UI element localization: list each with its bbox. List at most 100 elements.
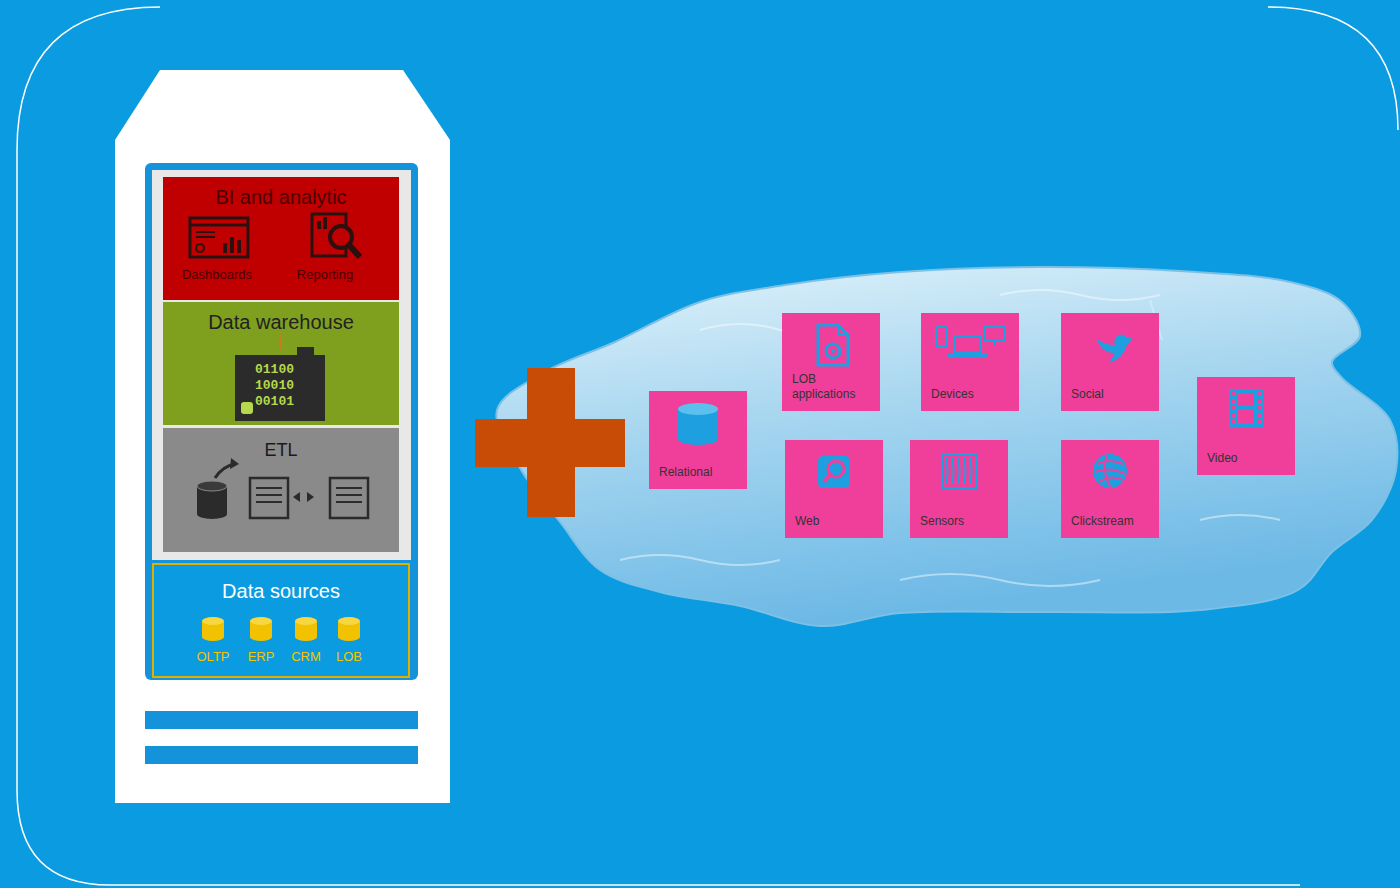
node-title: Data warehouse [168, 310, 394, 334]
icon-part [1257, 392, 1261, 396]
icon-part [250, 617, 272, 625]
icon-part [196, 236, 215, 238]
node-title: Social [1071, 387, 1151, 401]
server-bar [145, 711, 418, 729]
icon-part [230, 458, 239, 469]
icon-part [330, 478, 368, 518]
node-label: 01100 10010 00101 [255, 362, 317, 410]
icon-part [280, 334, 282, 350]
source-tile: Web [785, 440, 883, 538]
icon-part [336, 487, 362, 489]
icon-part [1257, 420, 1261, 424]
server-shape [115, 70, 450, 803]
ripple [620, 555, 780, 565]
source-tile: Sensors [910, 440, 1008, 538]
source-tile: Clickstream [1061, 440, 1159, 538]
node-title: Clickstream [1071, 514, 1151, 528]
etl-band: ETL [163, 428, 399, 552]
icon-part [1229, 389, 1263, 427]
icon-part [338, 617, 360, 625]
icon-part [952, 458, 954, 484]
icon-part [1093, 454, 1127, 488]
icon-part [202, 617, 224, 625]
icon-part [1231, 413, 1235, 417]
icon-part [235, 355, 325, 421]
source-tile: Relational [649, 391, 747, 489]
icon-part [828, 461, 844, 477]
icon-part [824, 475, 830, 482]
data-sources-band: Data sourcesOLTPERPCRMLOB [152, 563, 410, 678]
node-title: Sensors [920, 514, 1000, 528]
icon-part [241, 402, 253, 414]
icon-part [256, 501, 282, 503]
icon-part [964, 458, 966, 484]
stack-panel [145, 163, 418, 680]
icon-part [336, 501, 362, 503]
icon-part [1097, 334, 1133, 363]
ripple [1000, 290, 1160, 300]
node-label: Reporting [275, 267, 375, 283]
icon-part [330, 226, 352, 248]
icon-part [958, 458, 960, 484]
frame-outline [1268, 7, 1398, 130]
source-tile: Social [1061, 313, 1159, 411]
icon-part [196, 244, 204, 252]
icon-part [230, 237, 234, 253]
node-title: ETL [168, 440, 394, 462]
icon-part [295, 617, 317, 625]
node-title: Data sources [161, 579, 401, 603]
ripple [900, 574, 1100, 586]
node-title: Relational [659, 465, 739, 479]
icon-part [250, 478, 288, 518]
node-label: ERP [238, 649, 284, 665]
data-lake [496, 267, 1397, 626]
icon-part [190, 218, 248, 257]
icon-part [223, 243, 227, 253]
icon-part [818, 456, 850, 488]
icon-part [954, 336, 981, 353]
node-title: Video [1207, 451, 1287, 465]
icon-part [1231, 406, 1235, 410]
icon-part [818, 325, 848, 365]
node-label: Dashboards [167, 267, 267, 283]
icon-part [349, 245, 360, 257]
icon-part [317, 221, 321, 229]
ripple [1200, 515, 1280, 520]
icon-part [307, 492, 314, 502]
water-ripples [620, 290, 1280, 586]
icon-part [970, 458, 972, 484]
icon-part [1231, 399, 1235, 403]
icon-part [948, 354, 987, 357]
icon-part [293, 492, 300, 502]
icon-part [197, 481, 227, 491]
source-tile: Video [1197, 377, 1295, 475]
node-label: CRM [283, 649, 329, 665]
icon-part [1257, 406, 1261, 410]
node-title: LOB applications [792, 372, 872, 401]
icon-part [1231, 420, 1235, 424]
icon-part [256, 487, 282, 489]
icon-part [946, 458, 948, 484]
icon-part [1238, 410, 1254, 423]
node-label: OLTP [190, 649, 236, 665]
icon-part [190, 224, 248, 227]
icon-part [196, 231, 215, 233]
icon-part [256, 494, 282, 496]
stack-panel-inner [152, 170, 411, 560]
data-warehouse-band: Data warehouse 01100 10010 00101 [163, 302, 399, 425]
node-title: Web [795, 514, 875, 528]
icon-part [831, 349, 835, 353]
icon-part [1231, 392, 1235, 396]
icon-part [323, 217, 327, 229]
icon-part [936, 327, 947, 347]
plus-sign [475, 419, 625, 467]
source-tile: LOB applications [782, 313, 880, 411]
icon-part [1238, 393, 1254, 406]
bi-analytics-band: BI and analyticDashboardsReporting [163, 177, 399, 300]
node-label: LOB [326, 649, 372, 665]
icon-part [1257, 413, 1261, 417]
icon-part [994, 341, 996, 346]
icon-part [1095, 455, 1125, 488]
icon-part [237, 240, 241, 253]
